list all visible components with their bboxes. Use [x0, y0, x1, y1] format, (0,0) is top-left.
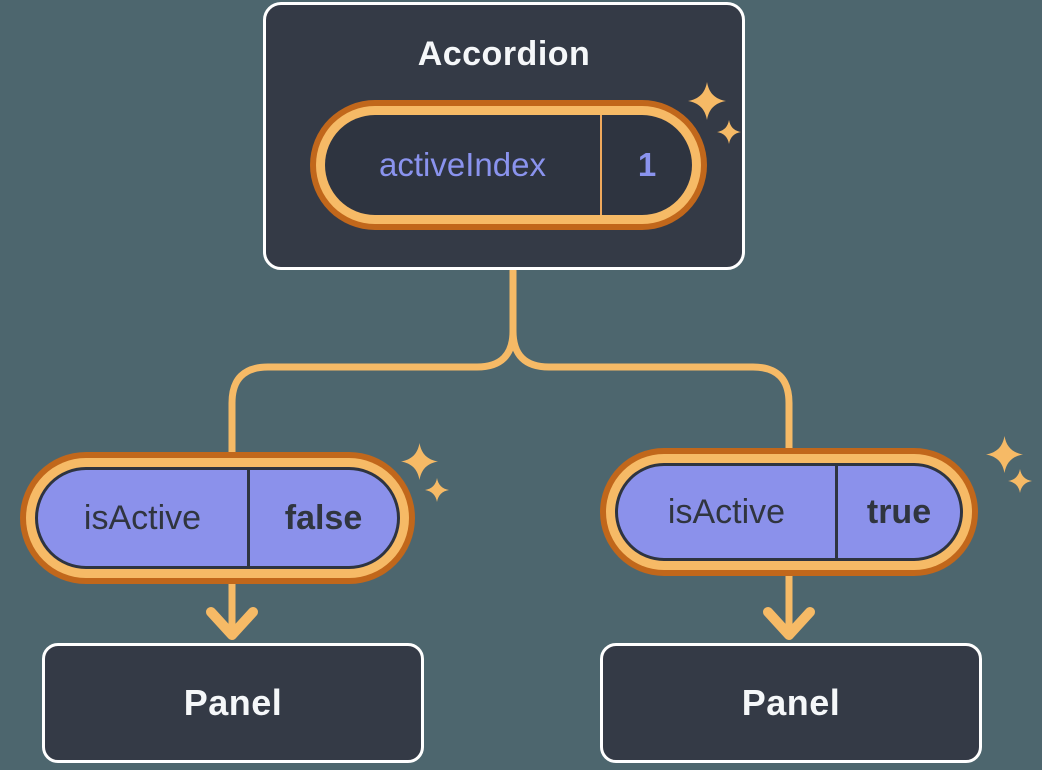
- state-pill-divider: [600, 115, 602, 215]
- arrow-right-head-icon: [763, 607, 815, 640]
- panel-node-left: Panel: [42, 643, 424, 763]
- sparkle-icon: [688, 80, 726, 122]
- state-pill-value: 1: [637, 146, 657, 183]
- state-pill-ring: activeIndex 1: [316, 106, 701, 224]
- sparkle-icon: [717, 119, 741, 145]
- prop-pill-left-ring: isActive false: [26, 458, 409, 578]
- prop-pill-right-ring: isActive true: [606, 454, 972, 570]
- sparkle-icon: [986, 434, 1023, 475]
- accordion-title: Accordion: [417, 35, 591, 73]
- prop-pill-left-label: isActive: [83, 498, 202, 537]
- connector-branch-right: [509, 267, 793, 458]
- prop-pill-right-value: true: [866, 492, 932, 531]
- state-pill-label: activeIndex: [379, 146, 546, 183]
- panel-right-title: Panel: [741, 682, 841, 723]
- connector-branch-left: [228, 267, 517, 462]
- panel-left-title: Panel: [183, 682, 283, 723]
- prop-pill-right-label: isActive: [667, 492, 786, 531]
- prop-pill-left-value: false: [284, 498, 363, 537]
- sparkle-icon: [1008, 468, 1032, 494]
- panel-node-right: Panel: [600, 643, 982, 763]
- prop-pill-right-divider: [835, 466, 838, 558]
- sparkle-icon: [425, 477, 449, 503]
- prop-pill-isactive-true: isActive true: [600, 448, 978, 576]
- prop-pill-isactive-false: isActive false: [20, 452, 415, 584]
- state-pill-activeindex: activeIndex 1: [310, 100, 707, 230]
- prop-pill-left-divider: [247, 470, 250, 566]
- arrow-left-head-icon: [206, 607, 258, 640]
- sparkle-icon: [401, 441, 438, 482]
